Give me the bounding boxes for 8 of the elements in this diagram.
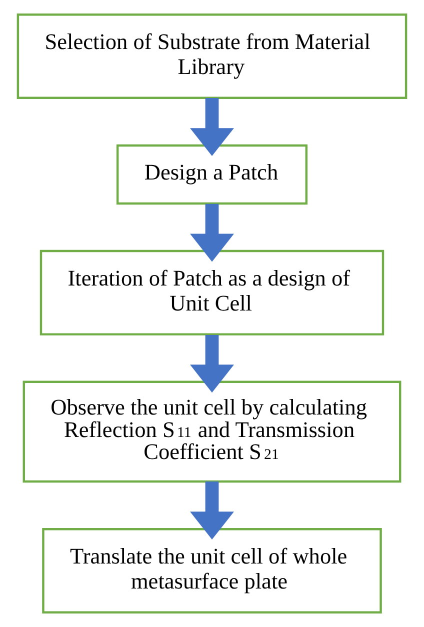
arrow (190, 334, 234, 393)
node-box: Design a Patch (116, 144, 308, 205)
arrow (190, 482, 234, 540)
node-box: Selection of Substrate from Material Library (16, 14, 408, 99)
node-box: Translate the unit cell of whole metasurface plate (42, 528, 382, 614)
arrow (190, 204, 234, 262)
arrow (190, 98, 234, 156)
node-box: Iteration of Patch as a design of Unit Cell (40, 250, 384, 336)
